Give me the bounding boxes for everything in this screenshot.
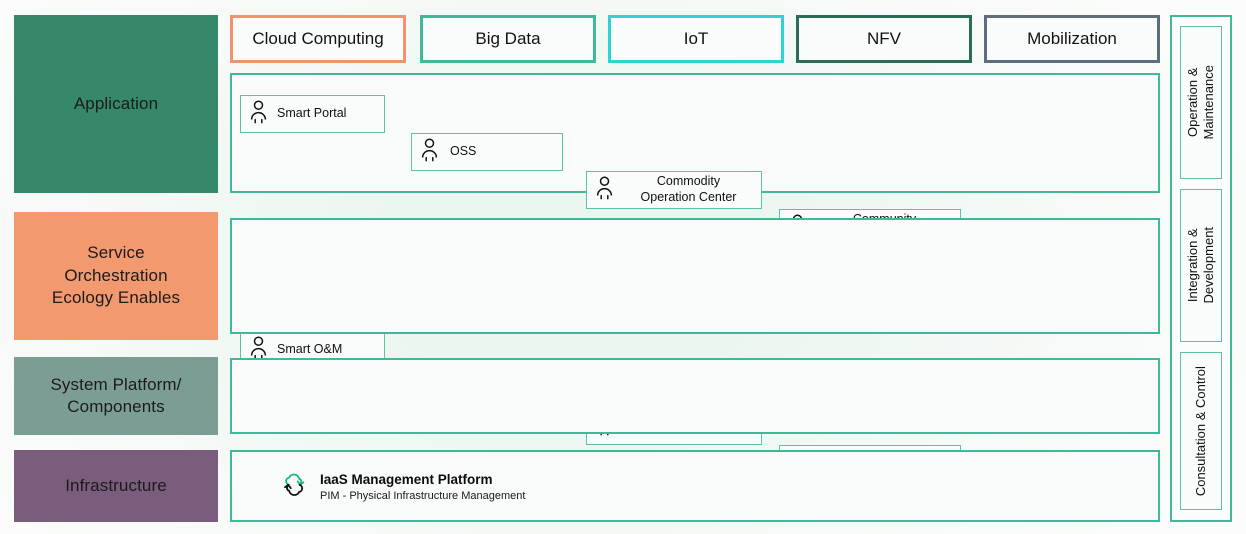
- app-item-commodity-operation-center[interactable]: Commodity Operation Center: [586, 171, 762, 209]
- tag-nfv-label: NFV: [867, 29, 901, 48]
- rail-item-integration-development[interactable]: Integration & Development: [1180, 189, 1222, 342]
- tag-mobilization-label: Mobilization: [1027, 29, 1117, 48]
- layer-label-application: Application: [14, 15, 218, 193]
- layer-label-service-orchestration-text: Service Orchestration Ecology Enables: [51, 243, 181, 308]
- app-item-oss[interactable]: OSS: [411, 133, 563, 171]
- layer-label-infrastructure-text: Infrastructure: [65, 475, 167, 495]
- infra-item-iaas-management-platform[interactable]: IaaS Management Platform PIM - Physical …: [280, 466, 580, 508]
- rail-item-consultation-control[interactable]: Consultation & Control: [1180, 352, 1222, 510]
- tag-big-data-label: Big Data: [475, 29, 541, 48]
- layer-label-infrastructure: Infrastructure: [14, 450, 218, 522]
- app-item-smart-portal[interactable]: Smart Portal: [240, 95, 385, 133]
- system-platform-panel: [230, 358, 1160, 434]
- app-item-label: Smart Portal: [277, 106, 347, 121]
- tag-iot-label: IoT: [683, 29, 709, 48]
- layer-label-system-platform-text: System Platform/ Components: [50, 374, 182, 416]
- rail-item-label: Operation & Maintenance: [1184, 65, 1217, 140]
- person-icon: [249, 335, 268, 365]
- layer-label-system-platform: System Platform/ Components: [14, 357, 218, 435]
- rail-item-label: Consultation & Control: [1192, 365, 1208, 497]
- service-orchestration-panel: [230, 218, 1160, 334]
- layer-label-application-text: Application: [73, 93, 159, 113]
- tag-big-data[interactable]: Big Data: [420, 15, 596, 63]
- tag-mobilization[interactable]: Mobilization: [984, 15, 1160, 63]
- person-icon: [420, 137, 439, 167]
- app-item-label: OSS: [450, 144, 477, 159]
- person-icon: [595, 175, 614, 205]
- layer-label-service-orchestration: Service Orchestration Ecology Enables: [14, 212, 218, 340]
- rail-item-label: Integration & Development: [1184, 227, 1217, 304]
- person-icon: [249, 99, 268, 129]
- infra-item-sublabel: PIM - Physical Infrastructure Management: [320, 489, 526, 502]
- tag-nfv[interactable]: NFV: [796, 15, 972, 63]
- cloud-refresh-icon: [280, 472, 309, 503]
- infrastructure-panel: [230, 450, 1160, 522]
- tag-cloud-computing-label: Cloud Computing: [252, 29, 384, 48]
- infra-item-label: IaaS Management Platform: [320, 472, 493, 488]
- app-item-label: Smart O&M: [277, 342, 343, 357]
- tag-cloud-computing[interactable]: Cloud Computing: [230, 15, 406, 63]
- app-item-label: Commodity Operation Center: [640, 174, 737, 204]
- rail-item-operation-maintenance[interactable]: Operation & Maintenance: [1180, 26, 1222, 179]
- tag-iot[interactable]: IoT: [608, 15, 784, 63]
